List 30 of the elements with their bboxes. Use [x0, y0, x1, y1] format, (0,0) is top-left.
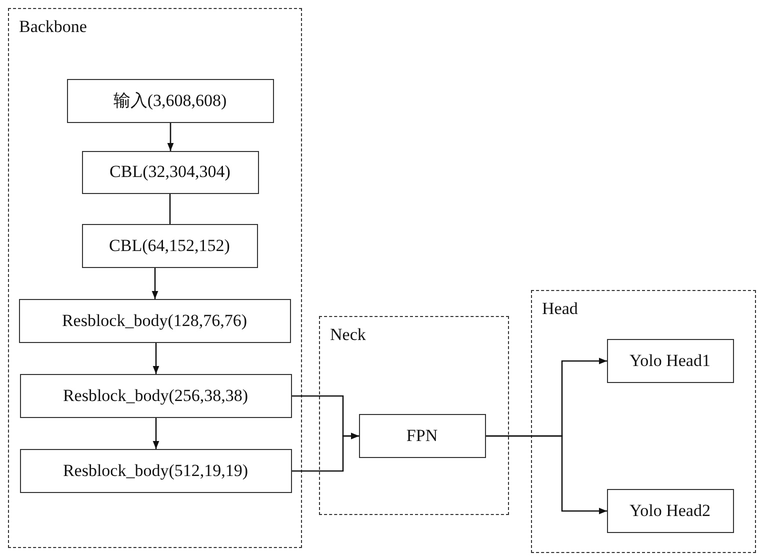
box-label: CBL(32,304,304) — [110, 162, 230, 182]
process-box — [606, 338, 734, 382]
box-label: 输入(3,608,608) — [113, 90, 227, 112]
group-title: Neck — [330, 325, 366, 345]
arrow — [152, 418, 160, 449]
group-title: Backbone — [19, 17, 87, 37]
process-box — [82, 224, 258, 268]
group-title: Head — [542, 299, 578, 319]
box-label: Resblock_body(512,19,19) — [62, 460, 248, 480]
process-box — [66, 78, 274, 122]
box-label: Resblock_body(256,38,38) — [62, 386, 248, 406]
arrow — [486, 435, 607, 514]
box-label: FPN — [406, 426, 438, 446]
process-box — [82, 150, 258, 194]
arrow — [167, 123, 174, 151]
process-box — [20, 448, 292, 492]
box-label: CBL(64,152,152) — [109, 236, 230, 256]
arrow — [292, 432, 359, 472]
process-box — [18, 298, 290, 342]
process-box — [20, 374, 292, 418]
box-label: Yolo Head2 — [630, 500, 710, 520]
arrow — [152, 268, 158, 299]
box-label: Resblock_body(128,76,76) — [62, 310, 248, 330]
process-box — [358, 414, 486, 458]
arrow — [152, 343, 160, 374]
process-box — [606, 488, 734, 532]
group-frame — [531, 290, 756, 553]
group-frame — [8, 8, 302, 548]
group-frame — [319, 316, 509, 515]
box-label: Yolo Head1 — [630, 350, 710, 370]
